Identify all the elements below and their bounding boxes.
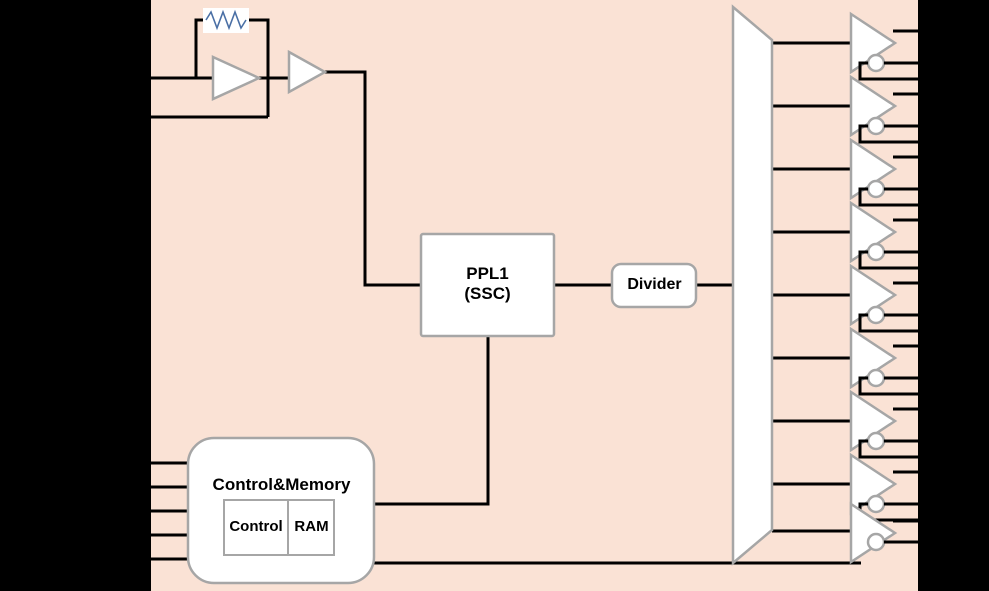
- output-buffer-3-inverting-bubble: [866, 179, 886, 199]
- control-sub-block[interactable]: [223, 499, 289, 556]
- output-buffer-4-pin-n-return: [858, 250, 918, 270]
- output-buffer-1[interactable]: [849, 11, 918, 81]
- output-buffer-7-pin-n-return: [858, 439, 918, 459]
- output-buffer-2-pin-n-return: [858, 124, 918, 144]
- output-buffer-4[interactable]: [849, 200, 918, 270]
- output-buffer-7[interactable]: [849, 389, 918, 459]
- output-buffer-7-inverting-bubble: [866, 431, 886, 451]
- output-buffer-2-inverting-bubble: [866, 116, 886, 136]
- output-buffer-3[interactable]: [849, 137, 918, 207]
- input-buffer-1: [211, 55, 263, 101]
- wire-osc-to-pll: [324, 70, 420, 287]
- output-buffer-8-inverting-bubble: [866, 494, 886, 514]
- output-buffer-1-pin-n-return: [858, 61, 918, 81]
- output-buffer-5[interactable]: [849, 263, 918, 333]
- output-buffer-3-pin-n-return: [858, 187, 918, 207]
- output-buffer-2[interactable]: [849, 74, 918, 144]
- output-buffer-6-pin-n-return: [858, 376, 918, 396]
- output-buffer-9-inverting-bubble: [866, 532, 886, 552]
- pll-block[interactable]: [419, 232, 556, 338]
- output-buffer-6[interactable]: [849, 326, 918, 396]
- divider-block[interactable]: [610, 262, 698, 309]
- wire-control-to-pll: [374, 336, 490, 506]
- input-buffer-2: [287, 49, 328, 95]
- output-buffer-4-inverting-bubble: [866, 242, 886, 262]
- output-buffer-9[interactable]: [849, 501, 918, 565]
- feedback-wire-right: [245, 18, 270, 117]
- output-buffer-5-inverting-bubble: [866, 305, 886, 325]
- oscillator-input-stage: [203, 8, 328, 101]
- resistor-icon: [205, 9, 247, 31]
- output-buffer-6-inverting-bubble: [866, 368, 886, 388]
- ram-sub-block[interactable]: [287, 499, 335, 556]
- output-buffer-5-pin-n-return: [858, 313, 918, 333]
- output-buffer-1-inverting-bubble: [866, 53, 886, 73]
- output-mux[interactable]: [731, 4, 774, 566]
